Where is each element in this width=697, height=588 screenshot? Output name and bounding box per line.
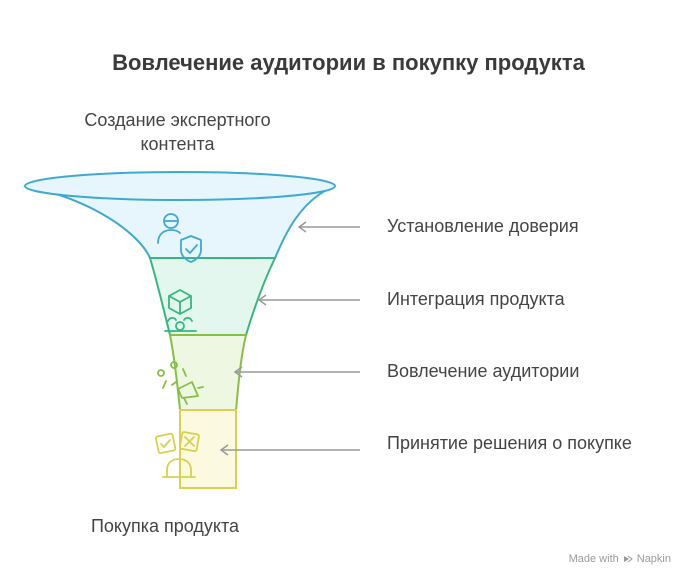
- cube-on-stand-icon: [164, 289, 197, 332]
- funnel-top-label-line1: Создание экспертного: [84, 110, 271, 130]
- funnel-top-label: Создание экспертного контента: [60, 108, 295, 156]
- stage-1-label: Установление доверия: [387, 216, 579, 236]
- user-shield-icon: [157, 213, 202, 263]
- stage-4-label: Принятие решения о покупке: [387, 433, 632, 453]
- stage-3-label: Вовлечение аудитории: [387, 361, 580, 381]
- funnel-top-rim: [24, 171, 336, 201]
- megaphone-icon: [157, 361, 204, 405]
- diagram-title: Вовлечение аудитории в покупку продукта: [112, 50, 585, 75]
- napkin-logo-icon: [623, 555, 633, 563]
- watermark-brand: Napkin: [636, 553, 671, 565]
- funnel-stage-4: [179, 409, 237, 489]
- stage-2-label: Интеграция продукта: [387, 289, 565, 309]
- watermark-prefix: Made with: [568, 553, 619, 565]
- stage-arrows: [219, 221, 360, 456]
- funnel-top-label-line2: контента: [140, 134, 215, 154]
- funnel-bottom-label: Покупка продукта: [90, 516, 240, 536]
- decision-cards-icon: [154, 431, 200, 478]
- napkin-watermark[interactable]: Made with Napkin: [569, 553, 671, 565]
